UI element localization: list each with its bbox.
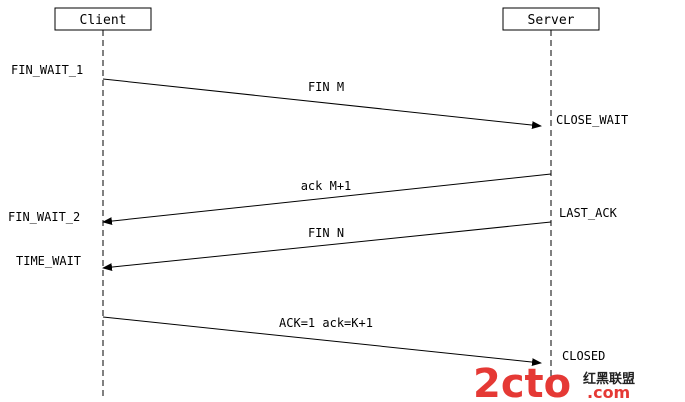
message-fin-m-label: FIN M xyxy=(308,80,344,94)
message-fin-n-arrow xyxy=(102,221,552,272)
server-state-closed: CLOSED xyxy=(562,349,605,363)
message-fin-m-arrow xyxy=(102,78,542,130)
watermark-site-cn: 红黑联盟 xyxy=(583,371,635,387)
server-state-close-wait: CLOSE_WAIT xyxy=(556,113,628,127)
server-state-last-ack: LAST_ACK xyxy=(559,206,618,220)
message-ack-k1-label: ACK=1 ack=K+1 xyxy=(279,316,373,330)
message-ack-m1-label: ack M+1 xyxy=(301,179,352,193)
client-state-fin-wait-2: FIN_WAIT_2 xyxy=(8,210,80,224)
message-ack-m1-arrow xyxy=(102,173,552,226)
watermark-logo: 2cto 红黑联盟 .com xyxy=(473,361,635,402)
message-ack-k1-arrow xyxy=(102,316,542,367)
client-label: Client xyxy=(80,13,127,28)
client-state-fin-wait-1: FIN_WAIT_1 xyxy=(11,63,83,77)
watermark-logo-text: 2cto xyxy=(473,361,571,402)
server-label: Server xyxy=(528,13,575,28)
watermark-site-com: .com xyxy=(587,383,630,402)
client-box: Client xyxy=(54,7,152,31)
client-state-time-wait: TIME_WAIT xyxy=(16,254,81,268)
message-fin-n-label: FIN N xyxy=(308,226,344,240)
server-box: Server xyxy=(502,7,600,31)
